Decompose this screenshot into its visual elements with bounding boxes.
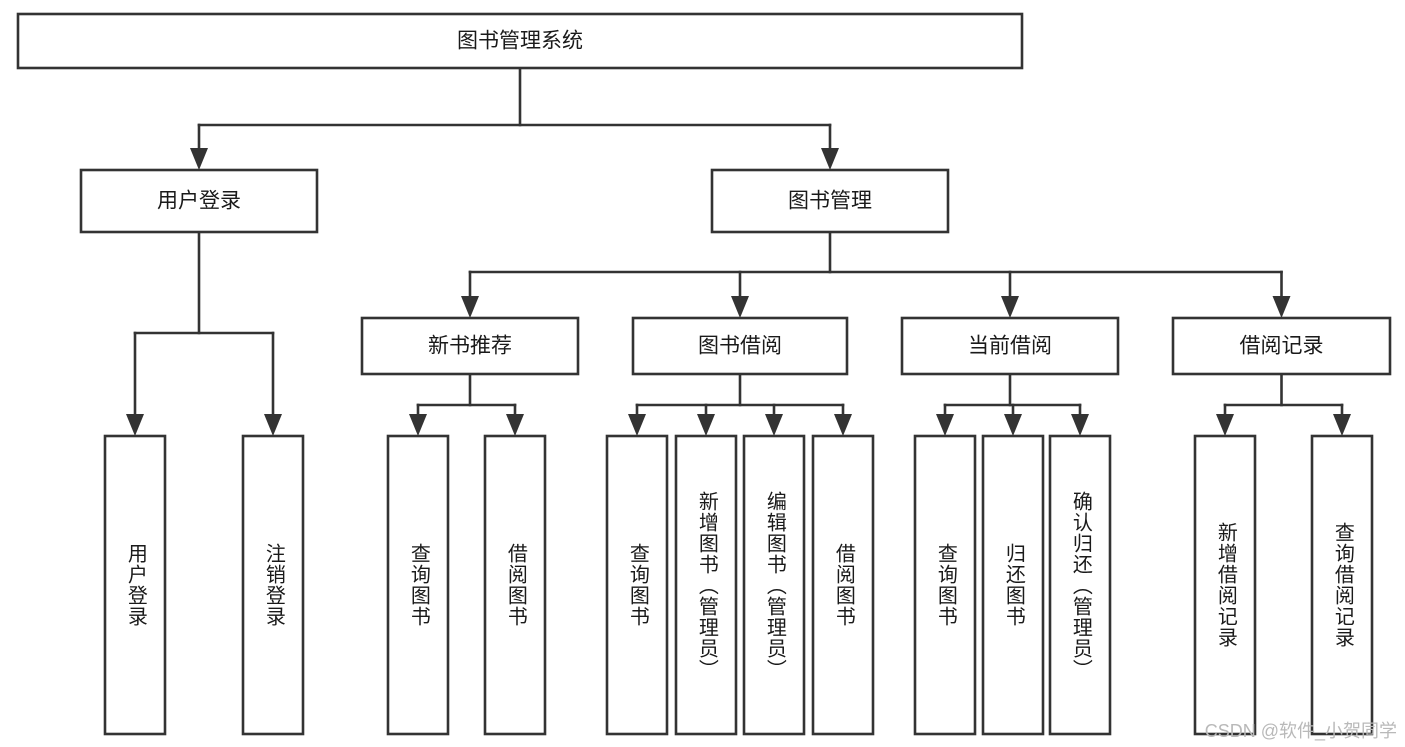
arrowhead-new-book-rec xyxy=(461,296,479,318)
arrowhead-leaf-query-book-current xyxy=(936,414,954,436)
arrowhead-leaf-query-book-borrow xyxy=(628,414,646,436)
node-root[interactable] xyxy=(16,12,1024,70)
node-leaf-borrow-book-new[interactable] xyxy=(483,434,547,736)
node-label-new-book-rec: 新书推荐 xyxy=(428,335,512,358)
node-label-root: 图书管理系统 xyxy=(457,30,583,53)
node-new-book-rec[interactable] xyxy=(360,316,580,376)
node-leaf-add-borrow-record[interactable] xyxy=(1193,434,1257,736)
node-label-borrow-record: 借阅记录 xyxy=(1240,335,1324,358)
node-leaf-logout[interactable] xyxy=(241,434,305,736)
node-leaf-query-book-borrow[interactable] xyxy=(605,434,669,736)
arrowhead-user-login xyxy=(190,148,208,170)
node-label-user-login: 用户登录 xyxy=(157,190,241,213)
node-book-borrow[interactable] xyxy=(631,316,849,376)
node-leaf-return-book[interactable] xyxy=(981,434,1045,736)
node-leaf-add-book-admin[interactable] xyxy=(674,434,738,736)
node-leaf-query-book-current[interactable] xyxy=(913,434,977,736)
node-leaf-confirm-return-admin[interactable] xyxy=(1048,434,1112,736)
node-leaf-query-book-new[interactable] xyxy=(386,434,450,736)
node-label-book-manage: 图书管理 xyxy=(788,190,872,213)
connector-layer xyxy=(126,66,1351,436)
arrowhead-leaf-borrow-book-new xyxy=(506,414,524,436)
node-label-book-borrow: 图书借阅 xyxy=(698,335,782,358)
arrowhead-leaf-logout xyxy=(264,414,282,436)
watermark: CSDN @软件_小贺同学 xyxy=(1204,721,1397,741)
node-borrow-record[interactable] xyxy=(1171,316,1392,376)
node-user-login[interactable] xyxy=(79,168,319,234)
node-leaf-borrow-book[interactable] xyxy=(811,434,875,736)
arrowhead-book-manage xyxy=(821,148,839,170)
arrowhead-leaf-add-borrow-record xyxy=(1216,414,1234,436)
arrowhead-current-borrow xyxy=(1001,296,1019,318)
node-book-manage[interactable] xyxy=(710,168,950,234)
arrowhead-leaf-borrow-book xyxy=(834,414,852,436)
arrowhead-borrow-record xyxy=(1272,296,1291,318)
node-label-current-borrow: 当前借阅 xyxy=(968,335,1052,358)
arrowhead-leaf-add-book-admin xyxy=(697,414,715,436)
node-current-borrow[interactable] xyxy=(900,316,1120,376)
arrowhead-leaf-return-book xyxy=(1004,414,1022,436)
node-leaf-user-login[interactable] xyxy=(103,434,167,736)
arrowhead-leaf-user-login xyxy=(126,414,144,436)
node-box-layer xyxy=(16,12,1392,736)
node-leaf-edit-book-admin[interactable] xyxy=(742,434,806,736)
arrowhead-leaf-query-book-new xyxy=(409,414,427,436)
arrowhead-leaf-query-borrow-record xyxy=(1333,414,1351,436)
arrowhead-leaf-edit-book-admin xyxy=(765,414,783,436)
arrowhead-leaf-confirm-return-admin xyxy=(1071,414,1089,436)
node-leaf-query-borrow-record[interactable] xyxy=(1310,434,1374,736)
arrowhead-book-borrow xyxy=(731,296,749,318)
